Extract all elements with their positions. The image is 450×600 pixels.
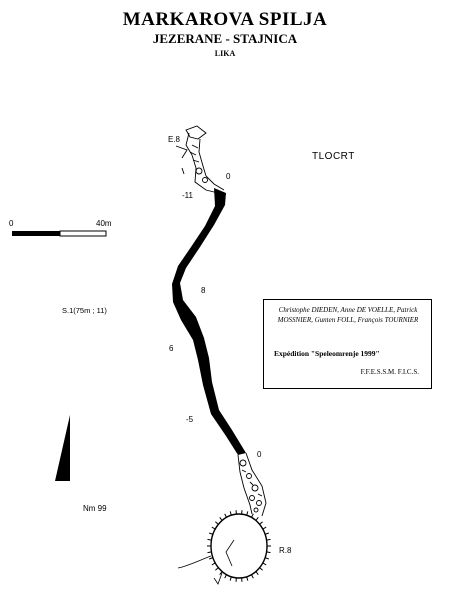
- hachure-tick: [209, 557, 214, 560]
- hachure-tick: [266, 551, 271, 554]
- entrance-label: E.8: [168, 135, 181, 144]
- hachure-tick: [246, 576, 249, 581]
- rubble-boulder: [249, 495, 255, 501]
- hachure-tick: [251, 574, 254, 579]
- station-depth-label: 0: [226, 172, 231, 181]
- hachure-tick: [255, 571, 259, 576]
- station-depth-label: 0: [257, 450, 262, 459]
- chamber-inner-contour: [225, 539, 235, 567]
- entrance-wall-left: [185, 132, 197, 169]
- hachure-tick: [215, 521, 219, 525]
- hachure-tick: [219, 516, 223, 521]
- map-title: MARKAROVA SPILJA: [122, 9, 328, 30]
- hachure-tick: [262, 562, 267, 566]
- entrance-wall-right: [198, 138, 207, 177]
- rubble-boulder: [202, 177, 208, 183]
- lower-passage-wall-left: [237, 454, 253, 515]
- credits-expedition: Expédition "Speleomrenje 1999": [274, 349, 380, 358]
- hachure-tick: [211, 526, 216, 530]
- hachure-tick: [259, 567, 263, 571]
- hachure-tick: [209, 532, 214, 535]
- hachure-tick: [229, 511, 232, 516]
- hachure-tick: [215, 567, 219, 571]
- credits-organizations: F.F.E.S.S.M. F.I.C.S.: [360, 368, 419, 376]
- hachure-tick: [255, 516, 259, 521]
- terminal-label: R.8: [279, 546, 292, 555]
- north-arrow: [55, 415, 70, 481]
- side-passage-label: S.1(75m ; 11): [62, 306, 107, 315]
- hachure-tick: [207, 551, 212, 554]
- entrance-outline: [185, 125, 207, 140]
- hachure-tick: [264, 557, 269, 560]
- scale-bar-end-label: 40m: [96, 219, 112, 228]
- hachure-tick: [262, 526, 267, 530]
- rubble-boulder: [195, 167, 203, 175]
- scale-bar-filled-segment: [12, 231, 60, 236]
- lower-rubble-passage: [237, 452, 267, 517]
- passage-wall-left-upper: [194, 167, 219, 194]
- hachure-tick: [229, 576, 232, 581]
- region-label: LIKA: [214, 49, 236, 58]
- north-marker-label: Nm 99: [83, 504, 107, 513]
- lower-passage-wall-right: [245, 452, 267, 517]
- hachure-tick: [224, 574, 227, 579]
- hachure-tick: [219, 571, 223, 576]
- hachure-tick: [207, 538, 212, 541]
- rubble-marks: [189, 144, 200, 163]
- credits-box: Christophe DIEDEN, Anne DE VOELLE, Patri…: [263, 299, 432, 389]
- station-depth-label: -11: [182, 191, 194, 200]
- station-depth-label: -5: [186, 415, 194, 424]
- arrow-mark: [181, 167, 185, 175]
- scale-bar-start-label: 0: [9, 219, 14, 228]
- hachure-tick: [224, 513, 227, 518]
- north-arrow-icon: [55, 415, 70, 481]
- rubble-boulder: [239, 459, 247, 467]
- credits-members: Christophe DIEDEN, Anne DE VOELLE, Patri…: [277, 306, 419, 324]
- scale-bar-empty-segment: [59, 230, 107, 237]
- chamber-hachures: [207, 510, 271, 582]
- passage-wall-right-upper: [205, 175, 225, 191]
- scale-bar: 0 40m: [9, 219, 112, 237]
- chamber-side-passage: [177, 555, 212, 569]
- hachure-tick: [246, 511, 249, 516]
- side-passage-sketch: [175, 145, 188, 159]
- rubble-marks: [241, 469, 263, 497]
- terminal-chamber: [177, 510, 271, 585]
- chamber-outline: [210, 513, 268, 579]
- station-depth-label: 8: [201, 286, 206, 295]
- hachure-tick: [251, 513, 254, 518]
- rubble-boulder: [253, 507, 259, 513]
- chamber-lower-passage: [213, 572, 223, 585]
- rubble-boulder: [256, 500, 262, 506]
- map-subtitle: JEZERANE - STAJNICA: [152, 31, 298, 46]
- rubble-boulder: [246, 473, 252, 479]
- hachure-tick: [259, 521, 263, 525]
- entrance-area: [175, 125, 225, 194]
- main-cave-passage: [172, 188, 246, 455]
- plan-view-label: TLOCRT: [312, 151, 355, 162]
- hachure-tick: [264, 532, 269, 535]
- hachure-tick: [211, 562, 216, 566]
- rubble-boulder: [251, 484, 259, 492]
- hachure-tick: [266, 538, 271, 541]
- station-depth-label: 6: [169, 344, 174, 353]
